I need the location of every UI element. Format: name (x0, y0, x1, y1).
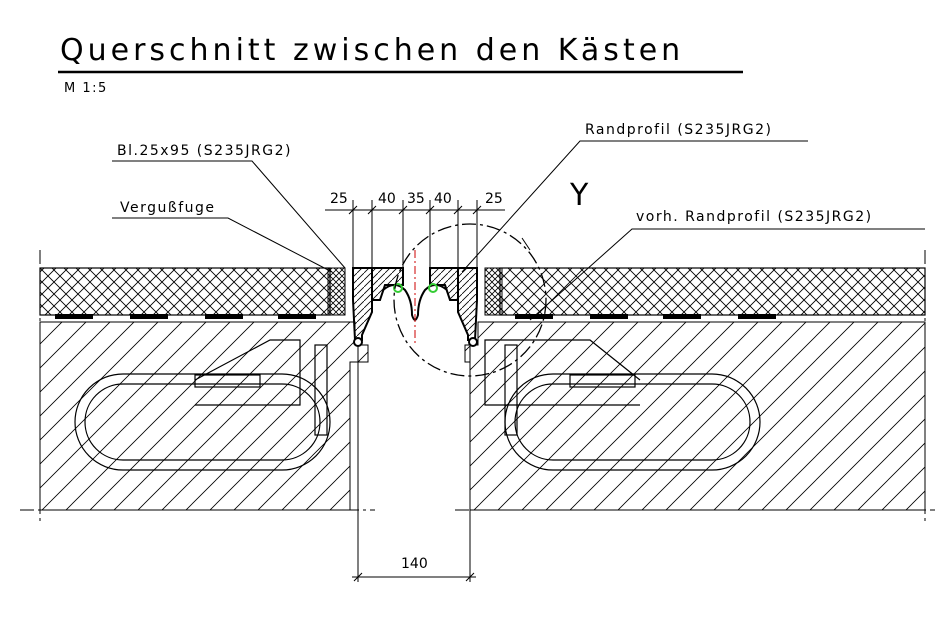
top-dimension-chain (325, 200, 505, 268)
rebar-left (74, 339, 331, 471)
dim-25-right: 25 (485, 191, 503, 207)
rebar-right (484, 339, 761, 471)
leader-grout-joint (112, 217, 333, 273)
deck-layer-left (39, 267, 331, 316)
drawing-title: Querschnitt zwischen den Kästen (60, 33, 684, 68)
dim-40-left: 40 (378, 191, 396, 207)
seal-marker-right (428, 283, 438, 293)
dim-40-right: 40 (434, 191, 452, 207)
deck-layer-right (499, 267, 926, 316)
scale-label: M 1:5 (64, 81, 108, 96)
anchor-right (468, 337, 478, 347)
leader-existing-edge-profile (529, 228, 925, 321)
dim-35: 35 (407, 191, 425, 207)
detail-marker-y: Y (569, 178, 589, 213)
edge-profile-left (352, 267, 373, 341)
leader-plate (112, 160, 346, 269)
leader-edge-profile (461, 140, 808, 273)
concrete-right (464, 321, 926, 511)
label-edge-profile: Randprofil (S235JRG2) (585, 122, 772, 138)
edge-profile-right (457, 267, 478, 341)
dim-140: 140 (401, 556, 428, 572)
label-plate: Bl.25x95 (S235JRG2) (117, 143, 292, 159)
bottom-dimension (352, 345, 476, 582)
dim-25-left: 25 (330, 191, 348, 207)
anchor-left (353, 337, 363, 347)
grout-joint-left (327, 267, 346, 316)
concrete-left (39, 321, 369, 511)
break-lines (20, 250, 935, 525)
label-existing-edge-profile: vorh. Randprofil (S235JRG2) (636, 209, 873, 225)
seal-marker-left (393, 283, 403, 293)
label-grout-joint: Vergußfuge (120, 200, 216, 216)
